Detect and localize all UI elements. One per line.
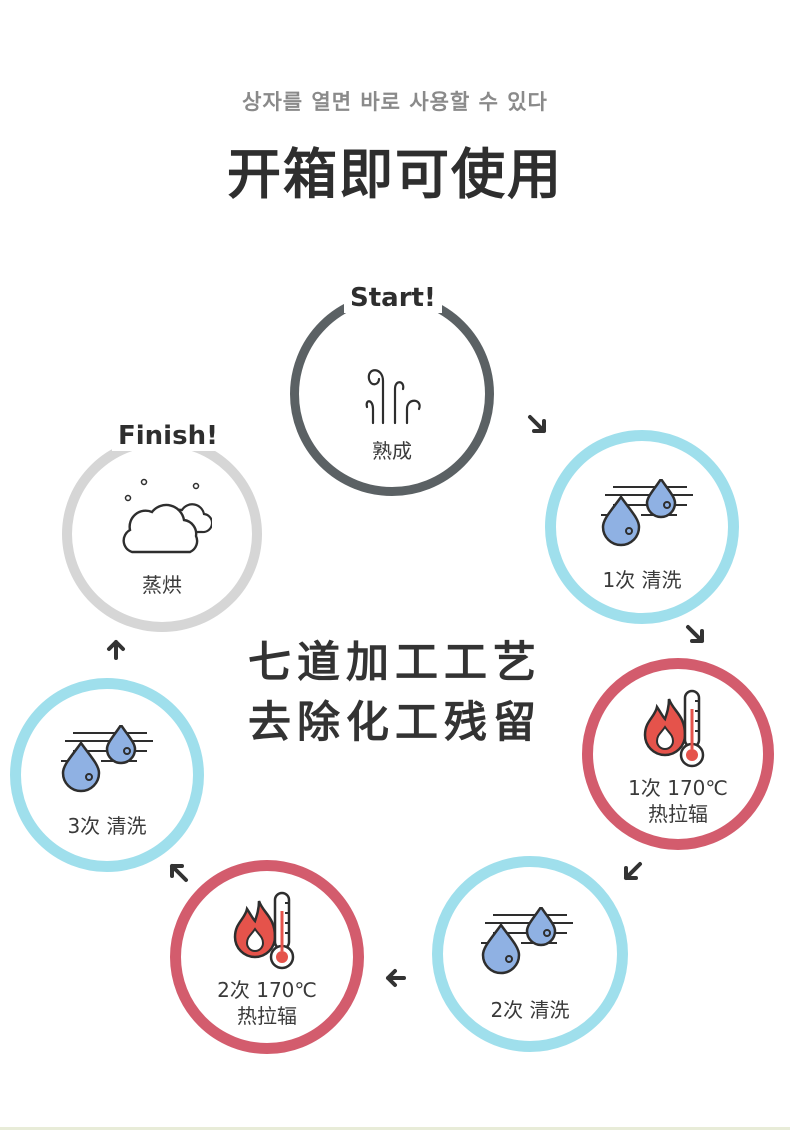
start-badge: Start! [344,283,442,313]
water-drops-icon [61,725,155,793]
step-circle-heat-1: 1次 170℃ 热拉辐 [582,658,774,850]
water-drops-icon [601,479,695,547]
footer-divider [0,1127,790,1130]
steam-cloud-icon [122,478,212,554]
center-headline-line2: 去除化工残留 [248,698,542,748]
fire-thermometer-icon [233,891,295,970]
arrow-left-icon [386,969,406,987]
step-label-wash-2: 2次 清洗 [490,998,570,1022]
step-label-heat-1-temp: 1次 170℃ [628,776,728,800]
arrow-down-left-icon [624,862,642,880]
step-label-wash-3: 3次 清洗 [67,814,147,838]
step-circle-wash-2: 2次 清洗 [432,856,628,1052]
center-headline-line1: 七道加工工艺 [248,638,542,688]
water-drops-icon [481,907,575,975]
step-label-heat-1: 1次 170℃ 热拉辐 [593,775,763,827]
step-label-aging: 熟成 [372,439,412,463]
page-title: 开箱即可使用 [227,143,563,206]
step-circle-aging: 熟成 [290,292,494,496]
step-label-wash-1: 1次 清洗 [602,568,682,592]
fire-thermometer-icon [643,689,705,768]
arrow-down-right-icon [528,415,546,433]
step-label-heat-1-name: 热拉辐 [648,802,708,826]
step-label-heat-2: 2次 170℃ 热拉辐 [181,977,353,1029]
step-circle-steam-dry: 蒸烘 [62,436,262,632]
step-label-heat-2-name: 热拉辐 [237,1004,297,1028]
step-label-steam-dry: 蒸烘 [142,573,182,597]
step-label-heat-2-temp: 2次 170℃ [217,978,317,1002]
arrow-up-icon [107,640,125,660]
step-circle-wash-1: 1次 清洗 [545,430,739,624]
arrow-down-right-icon [686,625,704,643]
wind-icon [365,369,421,425]
page-subtitle: 상자를 열면 바로 사용할 수 있다 [242,90,548,114]
step-circle-heat-2: 2次 170℃ 热拉辐 [170,860,364,1054]
arrow-up-left-icon [170,864,188,882]
finish-badge: Finish! [112,421,224,451]
step-circle-wash-3: 3次 清洗 [10,678,204,872]
